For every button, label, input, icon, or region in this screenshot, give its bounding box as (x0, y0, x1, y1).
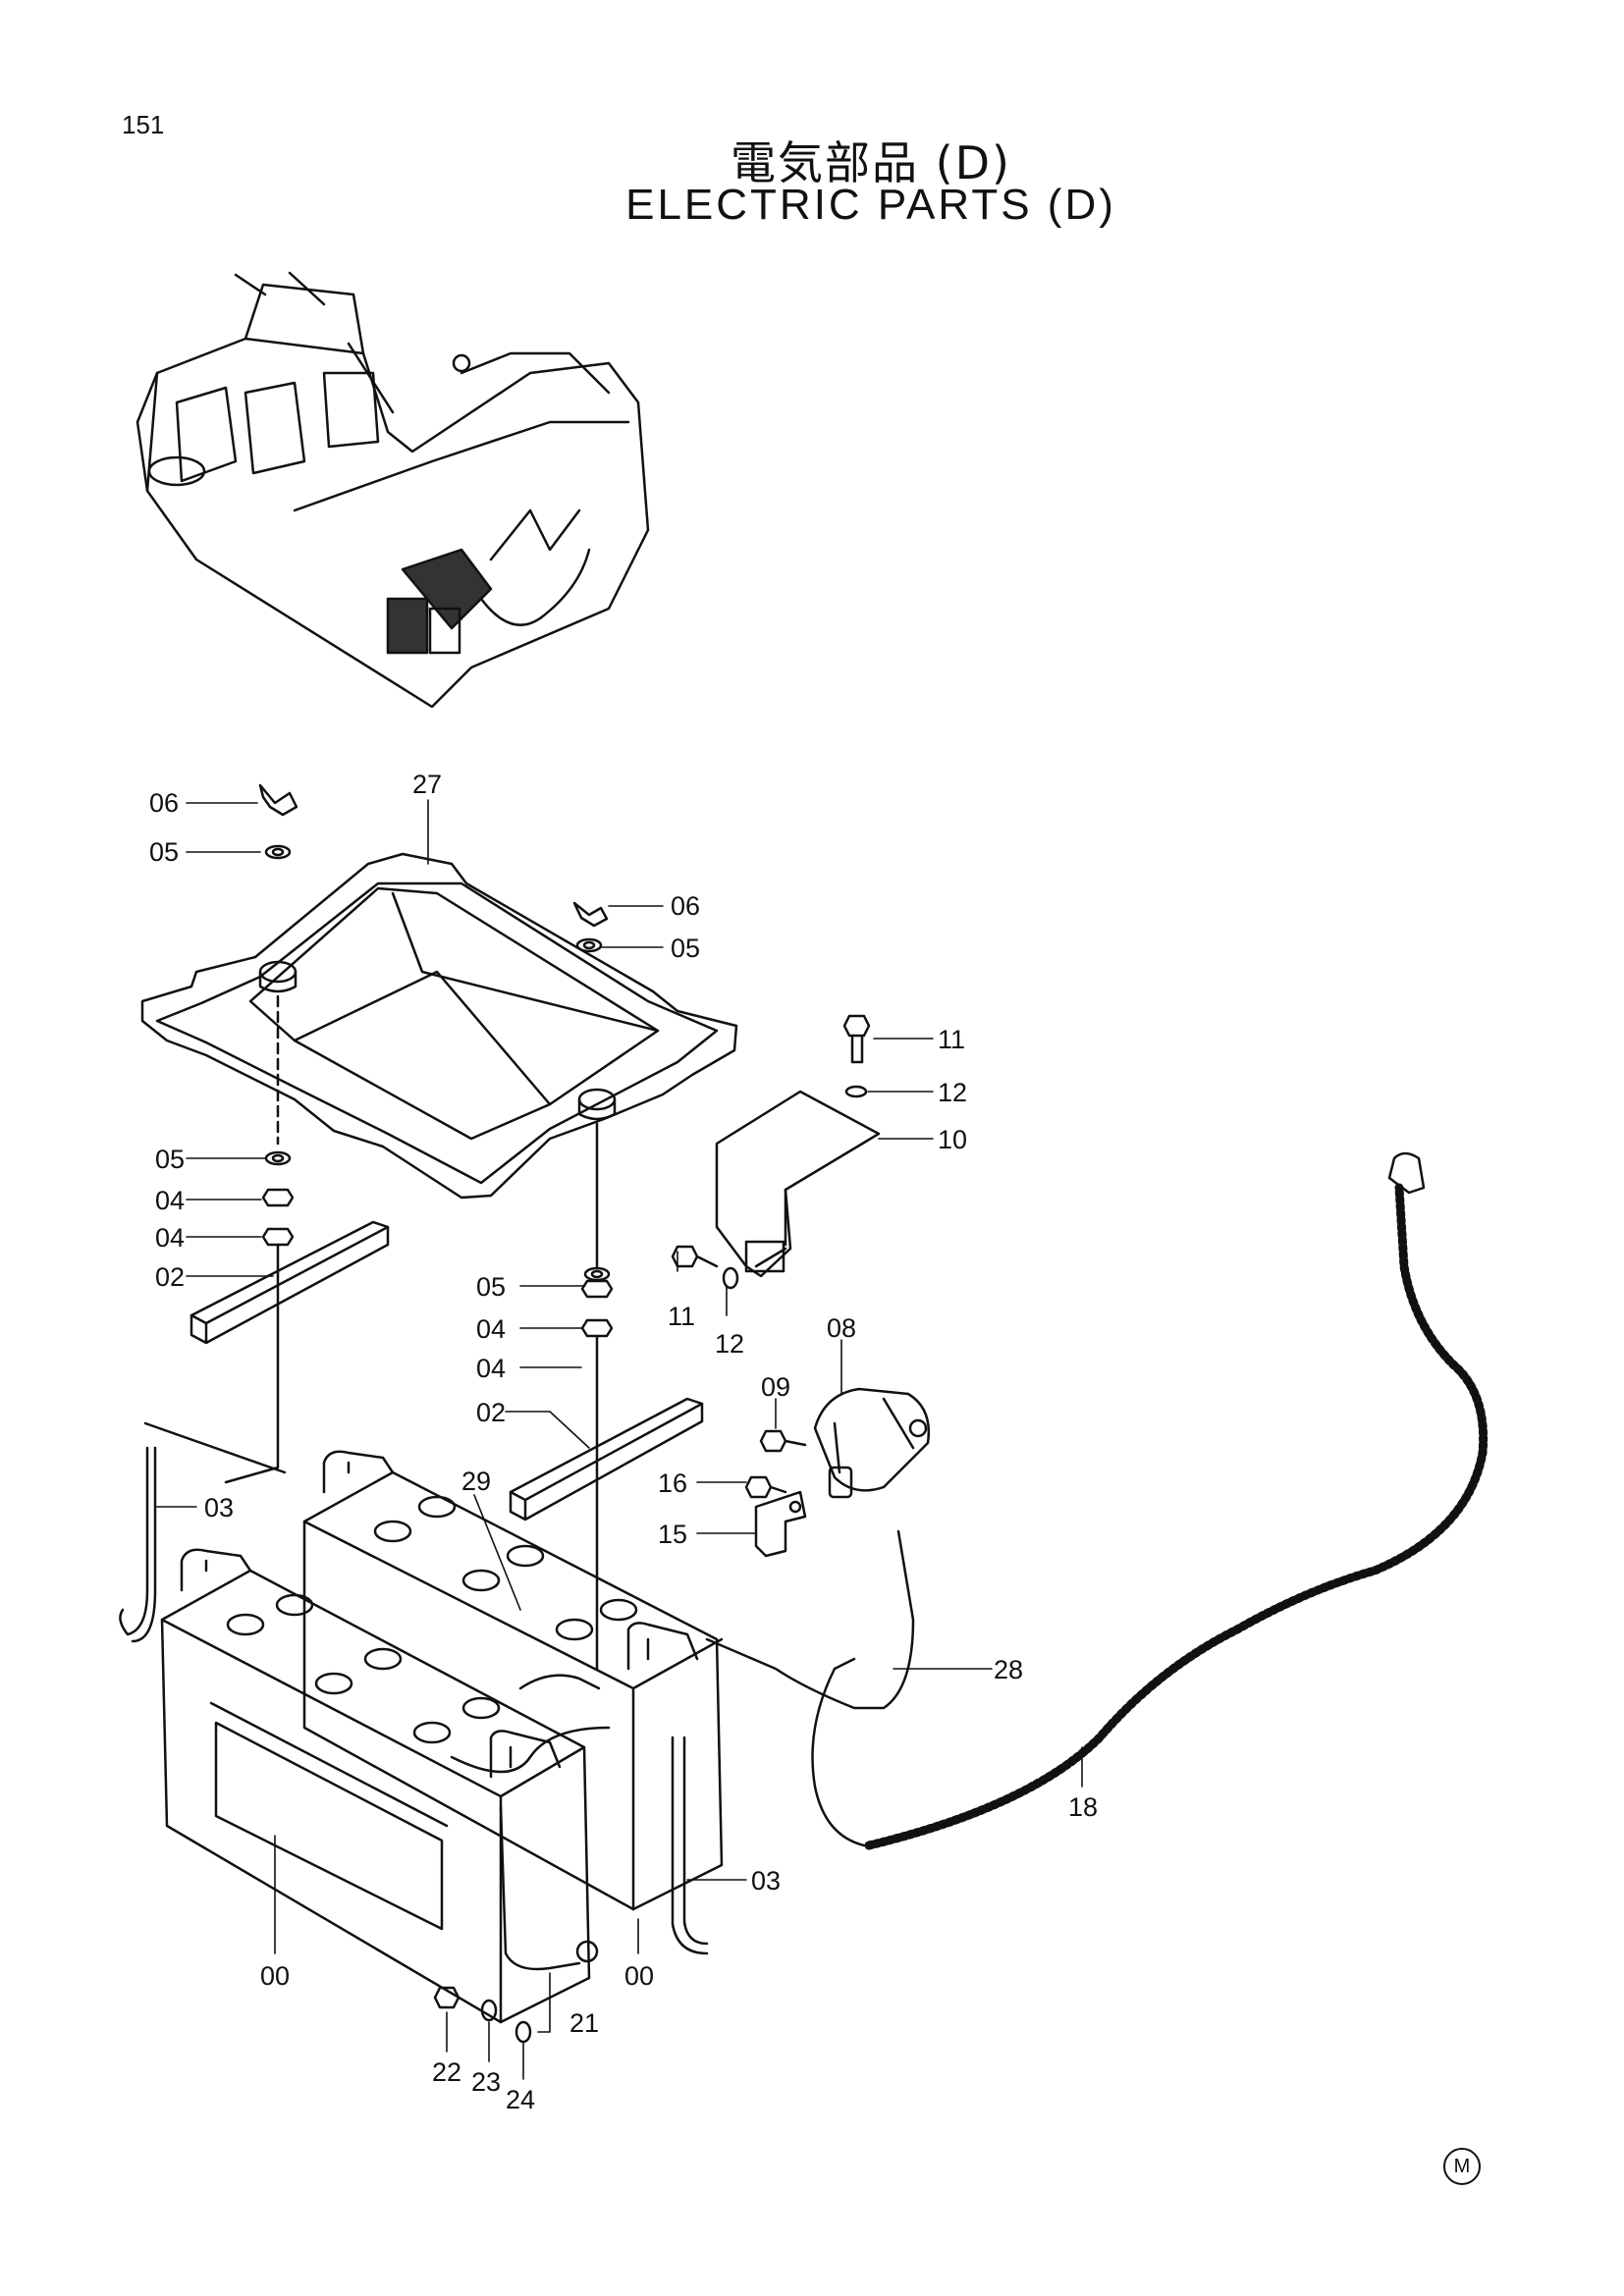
callout-05: 05 (476, 1272, 506, 1302)
callout-27: 27 (412, 770, 442, 799)
callout-05: 05 (155, 1145, 185, 1174)
callout-04: 04 (476, 1354, 506, 1383)
callout-24: 24 (506, 2085, 535, 2114)
callout-21: 21 (569, 2008, 599, 2038)
callout-12: 12 (938, 1078, 967, 1107)
bracket (671, 1014, 881, 1290)
callout-11: 11 (938, 1025, 965, 1054)
callout-04: 04 (155, 1186, 185, 1215)
callout-05: 05 (671, 934, 700, 963)
battery-relay (744, 1387, 931, 1558)
callout-02: 02 (155, 1262, 185, 1292)
callout-11: 11 (668, 1302, 695, 1331)
cables (450, 1151, 1489, 1971)
callout-00: 00 (260, 1961, 290, 1991)
callout-10: 10 (938, 1125, 967, 1154)
callout-09: 09 (761, 1372, 790, 1402)
page-title-english: ELECTRIC PARTS (D) (625, 181, 1116, 229)
battery-cover (140, 852, 738, 1268)
page-title-japanese: 電気部品 (D) (731, 136, 1011, 189)
callout-23: 23 (471, 2067, 501, 2097)
callout-03: 03 (204, 1493, 234, 1522)
fasteners (258, 783, 614, 1338)
callout-labels: 06 05 27 06 05 11 12 10 05 04 04 02 05 1… (149, 770, 1098, 2114)
excavator-overview (135, 271, 650, 709)
hold-down-bars (143, 1220, 704, 1671)
callout-22: 22 (432, 2057, 461, 2087)
callout-02: 02 (476, 1398, 506, 1427)
callout-12: 12 (715, 1329, 744, 1359)
hook-rods (119, 1446, 709, 1955)
callout-03: 03 (751, 1866, 781, 1896)
page-number: 151 (122, 110, 165, 139)
callout-16: 16 (658, 1468, 687, 1498)
callout-06: 06 (149, 788, 179, 818)
callout-18: 18 (1068, 1792, 1098, 1822)
callout-08: 08 (827, 1313, 856, 1343)
callout-04: 04 (155, 1223, 185, 1253)
manufacturer-mark: M (1443, 2148, 1481, 2185)
callout-06: 06 (671, 891, 700, 921)
callout-05: 05 (149, 837, 179, 867)
batteries (160, 1450, 724, 2024)
callout-00: 00 (624, 1961, 654, 1991)
callout-28: 28 (994, 1655, 1023, 1684)
leader-lines (154, 799, 1083, 2080)
callout-04: 04 (476, 1314, 506, 1344)
callout-15: 15 (658, 1520, 687, 1549)
callout-29: 29 (461, 1467, 491, 1496)
